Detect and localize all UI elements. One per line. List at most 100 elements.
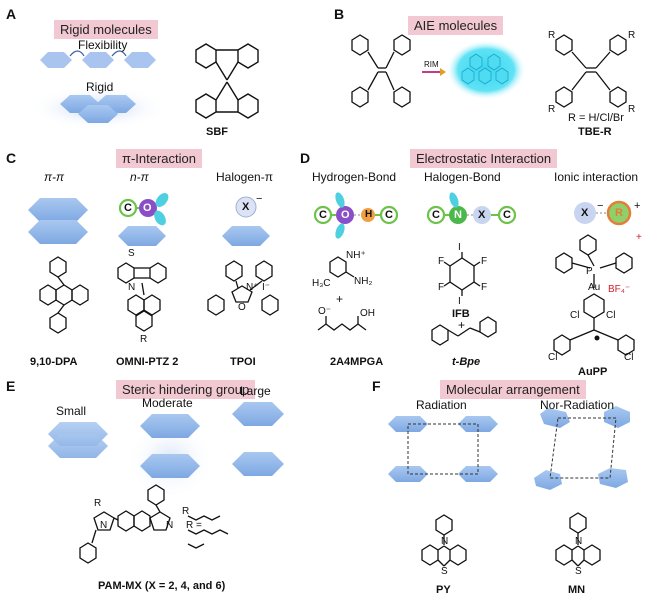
ionic-x: X [581, 207, 589, 219]
panel-f-letter: F [372, 378, 381, 394]
panel-a-title: Rigid molecules [54, 20, 158, 39]
moderate-hexagon-bottom [140, 454, 200, 478]
panel-e-title: Steric hindering group [116, 380, 256, 399]
sbf-label: SBF [206, 126, 228, 138]
panel-f-title: Molecular arrangement [440, 380, 586, 399]
mpga-plus: + [336, 292, 344, 306]
sbf-structure [195, 43, 259, 119]
pipi-hexagon-bottom [28, 220, 88, 244]
panel-d-letter: D [300, 150, 311, 166]
panel-f-graphics [388, 406, 630, 567]
aupp-cl-1: Cl [570, 310, 580, 321]
hb-h: H [365, 209, 373, 220]
ifb-f-2: F [481, 256, 488, 267]
mn-structure [555, 512, 601, 567]
r-label-4: R [628, 104, 636, 115]
halogen-x-atom: X [242, 201, 250, 213]
halogen-pi-label: Halogen-π [216, 170, 273, 184]
halogen-pi-hexagon [222, 226, 270, 246]
mpga-label: 2A4MPGA [330, 356, 384, 368]
large-hexagon-top [232, 402, 284, 426]
dpa-structure [39, 256, 89, 334]
nonrad-hex-3 [534, 470, 562, 490]
halogen-bond-label: Halogen-Bond [424, 170, 501, 184]
aupp-bf4: BF₄⁻ [608, 284, 631, 295]
pam-r-right: R [182, 506, 190, 517]
pam-r-left: R [94, 498, 102, 509]
xb-x: X [478, 209, 486, 221]
tpoi-label: TPOI [230, 356, 256, 368]
mpga-oh: OH [360, 308, 375, 319]
npi-o-atom: O [143, 202, 152, 214]
r-label-3: R [548, 104, 556, 115]
omni-r: R [140, 334, 148, 345]
large-label: Large [240, 384, 271, 398]
tpoi-i-minus: I⁻ [262, 282, 271, 293]
mn-s: S [575, 566, 582, 577]
mn-n: N [575, 536, 583, 547]
ifb-i-bottom: I [458, 296, 461, 307]
panel-a-graphics [28, 43, 259, 130]
nor-radiation-label: Nor-Radiation [540, 398, 615, 412]
flexibility-label: Flexibility [78, 38, 128, 52]
panel-c-letter: C [6, 150, 17, 166]
flex-hexagon-2 [82, 52, 114, 68]
panel-b-letter: B [334, 6, 345, 22]
py-structure [421, 514, 467, 567]
aupp-cl-4: Cl [624, 352, 634, 363]
hydrogen-bond-label: Hydrogen-Bond [312, 170, 397, 184]
large-hexagon-bottom [232, 452, 284, 476]
tbpe-label: t-Bpe [452, 356, 481, 368]
nonrad-hex-1 [540, 408, 570, 428]
hb-c1: C [319, 209, 327, 221]
ionic-r: R [615, 207, 623, 219]
mn-label: MN [568, 584, 586, 596]
tbe-r-label: TBE-R [578, 126, 612, 138]
nonrad-hex-2 [604, 406, 630, 428]
ifb-label: IFB [452, 308, 470, 320]
tpoi-n-plus: N⁺ [246, 282, 259, 293]
pam-structure [79, 484, 229, 564]
mpga-nh2: NH₂ [354, 276, 373, 287]
ionic-minus: − [597, 200, 604, 212]
r-label-2: R [628, 30, 636, 41]
panel-d-title: Electrostatic Interaction [410, 149, 558, 168]
r-label-1: R [548, 30, 556, 41]
tpoi-o: O [238, 302, 246, 313]
aupp-structure [553, 234, 635, 356]
moderate-label: Moderate [142, 396, 193, 410]
aupp-label: AuPP [578, 366, 608, 378]
panel-c-title: π-Interaction [116, 149, 203, 168]
ionic-plus: + [634, 200, 641, 212]
n-pi-label: n-π [130, 170, 149, 184]
halogen-minus: − [256, 193, 263, 205]
tbpe-structure [431, 316, 497, 346]
rigid-hexagon-3 [78, 105, 118, 123]
aupp-plus-red: + [636, 232, 642, 243]
small-label: Small [56, 404, 87, 418]
panel-e-letter: E [6, 378, 16, 394]
panel-b-title: AIE molecules [408, 16, 504, 35]
py-s: S [441, 566, 448, 577]
panel-b-graphics [351, 34, 627, 108]
ifb-i-top: I [458, 242, 461, 253]
aupp-au: Au [588, 282, 601, 293]
aupp-cl-2: Cl [606, 310, 616, 321]
py-label: PY [436, 584, 451, 596]
rigid-label: Rigid [86, 80, 114, 94]
flex-hexagon-1 [40, 52, 72, 68]
tbe-r-equation: R = H/Cl/Br [568, 112, 624, 124]
py-n: N [441, 536, 449, 547]
mpga-structure [317, 256, 367, 331]
hb-o: O [341, 209, 350, 221]
xb-c3: C [432, 209, 440, 221]
omni-structure [117, 262, 167, 332]
panel-a-letter: A [6, 6, 17, 22]
ionic-interaction-label: Ionic interaction [554, 170, 639, 184]
panel-c-graphics [28, 193, 279, 334]
pam-label: PAM-MX (X = 2, 4, and 6) [98, 580, 226, 592]
panel-d-graphics [313, 192, 635, 356]
ifb-f-1: F [438, 256, 445, 267]
omni-label: OMNI-PTZ 2 [116, 356, 179, 368]
